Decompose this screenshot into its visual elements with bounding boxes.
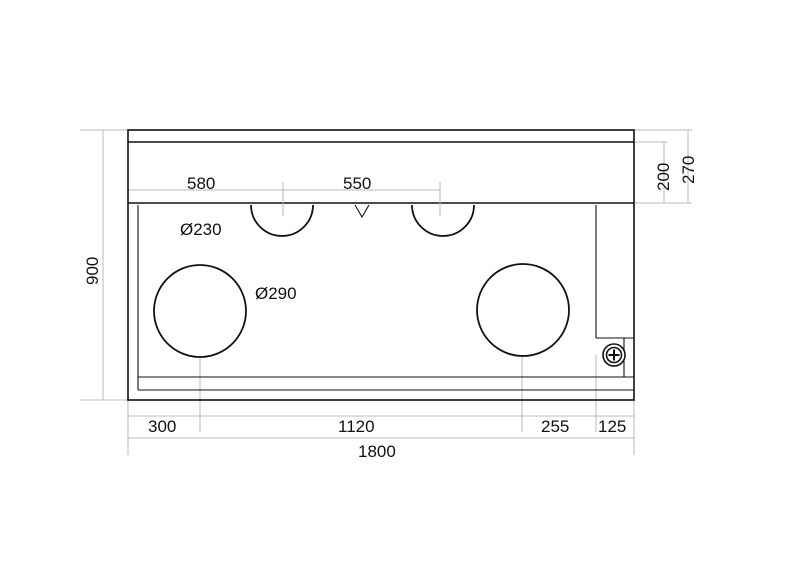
dimension-labels: 300 1120 255 125 1800 580 550 Ø230 Ø290 … <box>83 156 698 461</box>
dim-right-gap: 255 <box>541 417 569 436</box>
label-small-hole: Ø230 <box>180 220 222 239</box>
dimension-lines <box>80 129 692 455</box>
large-hole-left <box>153 264 247 358</box>
dim-left: 300 <box>148 417 176 436</box>
dim-middle: 1120 <box>338 417 375 436</box>
dim-side-outer: 270 <box>679 156 698 184</box>
small-hole-right <box>411 204 475 237</box>
sink-outline <box>127 129 635 401</box>
dim-side-inner: 200 <box>654 163 673 191</box>
label-large-hole: Ø290 <box>255 284 297 303</box>
holes <box>153 204 570 358</box>
dim-overall-width: 1800 <box>358 442 396 461</box>
drain-icon <box>602 343 626 367</box>
center-lines <box>282 190 441 216</box>
dim-top-left: 580 <box>187 174 215 193</box>
large-hole-right <box>476 263 570 357</box>
center-notch <box>354 204 370 219</box>
dim-right-edge: 125 <box>598 417 626 436</box>
dim-top-spacing: 550 <box>343 174 371 193</box>
small-hole-left <box>250 204 314 237</box>
dim-overall-height: 900 <box>83 257 102 285</box>
